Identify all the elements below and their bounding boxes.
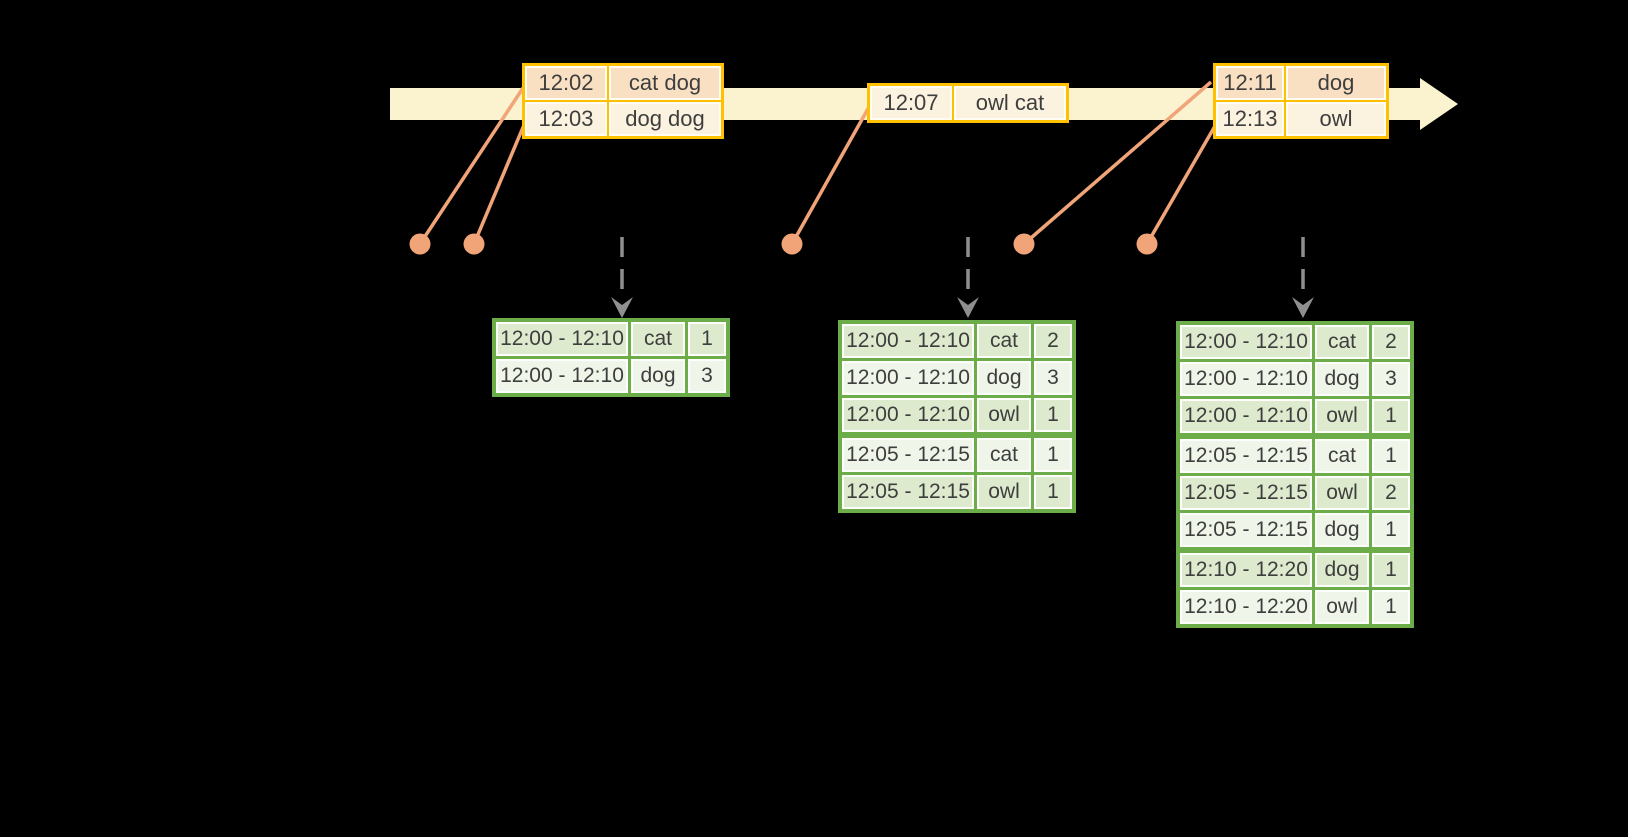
event-dot — [1136, 233, 1158, 255]
word-cell: cat — [977, 438, 1031, 472]
trigger-arrowhead-icon — [611, 297, 633, 318]
trigger-arrowheads — [611, 297, 1314, 318]
event-time-cell: 12:07 — [870, 86, 952, 120]
word-cell: dog — [631, 359, 685, 393]
word-cell: owl — [1315, 476, 1369, 510]
count-cell: 2 — [1372, 325, 1410, 359]
event-words-cell: cat dog — [609, 66, 721, 100]
word-cell: cat — [1315, 439, 1369, 473]
window-range-cell: 12:00 - 12:10 — [496, 359, 628, 393]
count-cell: 1 — [1034, 475, 1072, 509]
event-connector-lines — [418, 80, 1217, 246]
trigger-arrowhead-icon — [1292, 297, 1314, 318]
count-cell: 3 — [1034, 361, 1072, 395]
event-time-cell: 12:11 — [1216, 66, 1284, 100]
count-cell: 1 — [1034, 398, 1072, 432]
event-words-cell: owl cat — [954, 86, 1066, 120]
word-cell: dog — [1315, 362, 1369, 396]
count-cell: 1 — [1372, 439, 1410, 473]
event-time-cell: 12:13 — [1216, 102, 1284, 136]
word-cell: cat — [977, 324, 1031, 358]
event-dot — [463, 233, 485, 255]
window-range-cell: 12:10 - 12:20 — [1180, 553, 1312, 587]
event-connector-line — [1145, 125, 1217, 245]
window-range-cell: 12:00 - 12:10 — [842, 398, 974, 432]
window-range-cell: 12:05 - 12:15 — [842, 475, 974, 509]
word-cell: owl — [977, 398, 1031, 432]
window-range-cell: 12:10 - 12:20 — [1180, 590, 1312, 624]
word-cell: owl — [1315, 399, 1369, 433]
count-cell: 1 — [1372, 399, 1410, 433]
count-cell: 1 — [1034, 438, 1072, 472]
count-cell: 1 — [1372, 590, 1410, 624]
trigger-arrows — [620, 237, 1305, 301]
word-cell: cat — [631, 322, 685, 356]
count-cell: 1 — [688, 322, 726, 356]
window-range-cell: 12:00 - 12:10 — [1180, 325, 1312, 359]
event-words-cell: dog — [1286, 66, 1386, 100]
event-time-cell: 12:03 — [525, 102, 607, 136]
event-words-cell: dog dog — [609, 102, 721, 136]
event-connector-line — [1022, 80, 1213, 246]
window-range-cell: 12:00 - 12:10 — [496, 322, 628, 356]
window-range-cell: 12:00 - 12:10 — [842, 361, 974, 395]
event-dot — [409, 233, 431, 255]
count-cell: 2 — [1034, 324, 1072, 358]
window-range-cell: 12:05 - 12:15 — [1180, 439, 1312, 473]
word-cell: dog — [1315, 513, 1369, 547]
window-range-cell: 12:05 - 12:15 — [1180, 513, 1312, 547]
word-cell: cat — [1315, 325, 1369, 359]
window-range-cell: 12:05 - 12:15 — [1180, 476, 1312, 510]
event-dots — [409, 233, 1158, 255]
event-dot — [781, 233, 803, 255]
event-words-cell: owl — [1286, 102, 1386, 136]
event-time-cell: 12:02 — [525, 66, 607, 100]
word-cell: dog — [977, 361, 1031, 395]
trigger-arrowhead-icon — [957, 297, 979, 318]
window-range-cell: 12:05 - 12:15 — [842, 438, 974, 472]
window-range-cell: 12:00 - 12:10 — [842, 324, 974, 358]
event-connector-line — [790, 106, 871, 245]
window-range-cell: 12:00 - 12:10 — [1180, 362, 1312, 396]
event-dot — [1013, 233, 1035, 255]
word-cell: dog — [1315, 553, 1369, 587]
event-connector-line — [472, 124, 526, 245]
event-connector-line — [418, 87, 525, 245]
word-cell: owl — [977, 475, 1031, 509]
count-cell: 3 — [1372, 362, 1410, 396]
count-cell: 2 — [1372, 476, 1410, 510]
count-cell: 1 — [1372, 513, 1410, 547]
count-cell: 1 — [1372, 553, 1410, 587]
word-cell: owl — [1315, 590, 1369, 624]
count-cell: 3 — [688, 359, 726, 393]
window-range-cell: 12:00 - 12:10 — [1180, 399, 1312, 433]
